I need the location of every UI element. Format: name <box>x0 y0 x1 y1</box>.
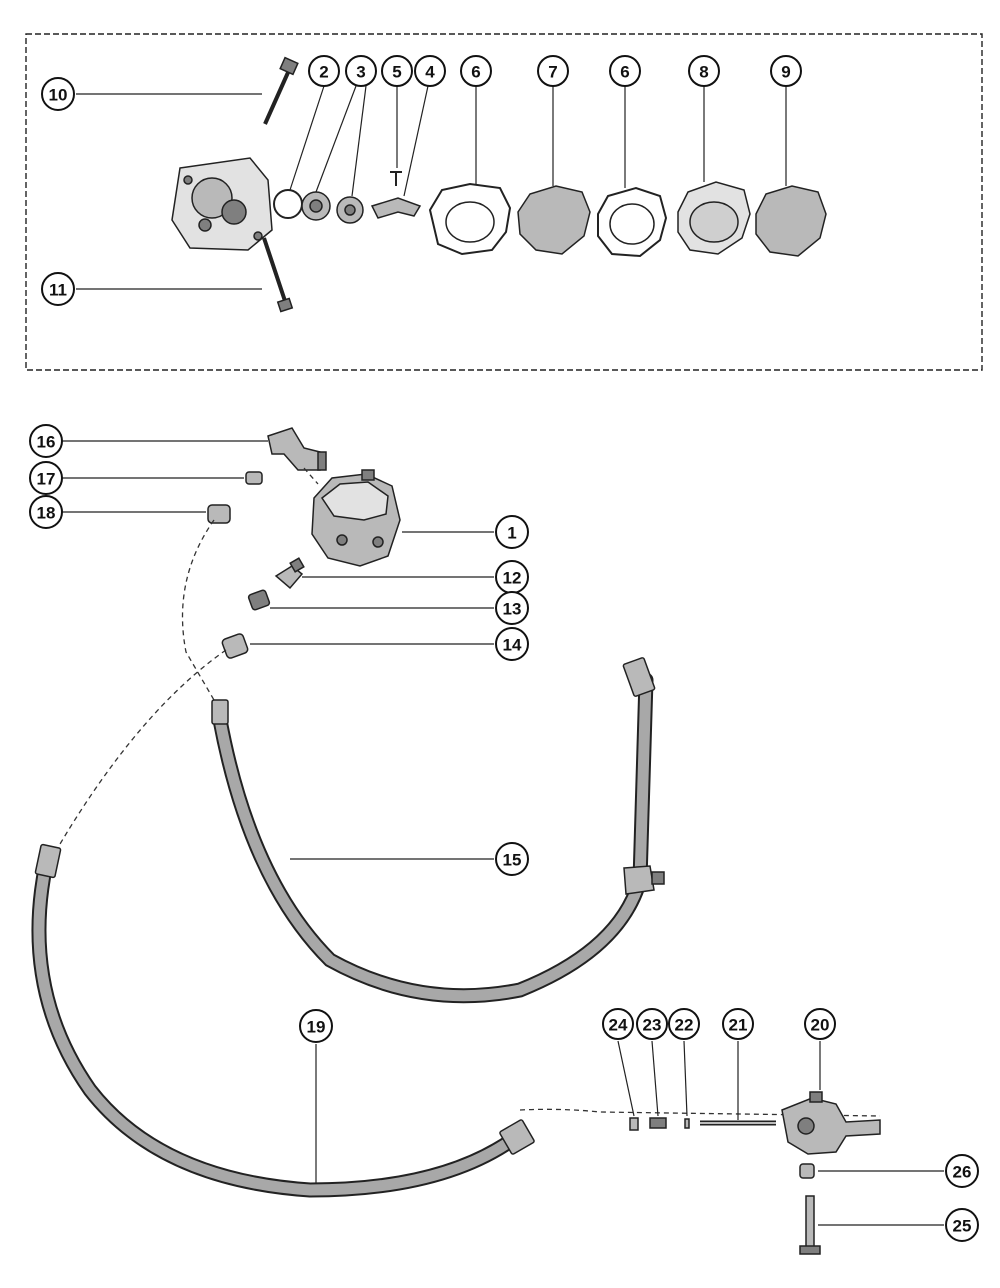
svg-text:15: 15 <box>503 851 522 870</box>
dash-path-b <box>59 649 227 845</box>
part-10-screw <box>263 56 299 125</box>
svg-text:2: 2 <box>319 63 328 82</box>
callout-26: 26 <box>945 1154 979 1188</box>
callout-12: 12 <box>495 560 529 594</box>
svg-text:19: 19 <box>307 1018 326 1037</box>
leader-23 <box>651 1040 659 1117</box>
callout-13: 13 <box>495 591 529 625</box>
callout-3: 3 <box>345 55 377 87</box>
svg-text:12: 12 <box>503 569 522 588</box>
callout-24: 24 <box>602 1008 634 1040</box>
repair-kit-box <box>25 33 983 371</box>
callout-23: 23 <box>636 1008 668 1040</box>
part-17-nut <box>245 471 263 485</box>
part-12-fitting <box>274 557 305 590</box>
part-11-screw <box>262 237 294 313</box>
svg-text:11: 11 <box>49 281 67 300</box>
part-3-check-valve <box>301 191 331 221</box>
svg-text:3: 3 <box>356 63 365 82</box>
part-6-gasket-a <box>428 182 512 256</box>
callout-6a: 6 <box>460 55 492 87</box>
part-20-valve-body <box>781 1091 881 1155</box>
leader-22 <box>683 1040 688 1117</box>
dash-path-a <box>181 519 215 701</box>
callout-17: 17 <box>29 461 63 495</box>
callout-22: 22 <box>668 1008 700 1040</box>
callout-20: 20 <box>804 1008 836 1040</box>
callout-7: 7 <box>537 55 569 87</box>
callout-4: 4 <box>414 55 446 87</box>
part-16-elbow-fitting <box>267 427 327 471</box>
leader-2 <box>289 85 325 191</box>
part-18-nut <box>207 504 231 524</box>
callout-9: 9 <box>770 55 802 87</box>
svg-text:17: 17 <box>37 470 56 489</box>
callout-8: 8 <box>688 55 720 87</box>
svg-text:16: 16 <box>37 433 56 452</box>
svg-text:26: 26 <box>953 1163 972 1182</box>
callout-5: 5 <box>381 55 413 87</box>
part-14-nut <box>221 633 249 659</box>
svg-text:18: 18 <box>37 504 56 523</box>
dash-path-c <box>303 467 319 485</box>
part-22 <box>684 1118 690 1129</box>
part-24 <box>629 1117 639 1131</box>
svg-text:9: 9 <box>781 63 790 82</box>
svg-text:6: 6 <box>620 63 629 82</box>
leader-3b <box>351 85 367 197</box>
part-9-diaphragm <box>755 185 827 257</box>
callout-14: 14 <box>495 627 529 661</box>
leader-24 <box>617 1040 635 1117</box>
callout-16: 16 <box>29 424 63 458</box>
svg-text:4: 4 <box>425 63 435 82</box>
callout-15: 15 <box>495 842 529 876</box>
svg-text:10: 10 <box>49 86 68 105</box>
callout-10: 10 <box>41 77 75 111</box>
part-2-check-disk <box>273 189 303 219</box>
svg-text:13: 13 <box>503 600 522 619</box>
svg-text:6: 6 <box>471 63 480 82</box>
svg-text:23: 23 <box>643 1016 662 1035</box>
callout-2: 2 <box>308 55 340 87</box>
callout-19: 19 <box>299 1009 333 1043</box>
svg-text:8: 8 <box>699 63 708 82</box>
callout-11: 11 <box>41 272 75 306</box>
pump-cover-plate <box>171 157 273 251</box>
part-19-hose <box>31 843 535 1198</box>
part-6-gasket-b <box>597 186 668 258</box>
callout-25: 25 <box>945 1208 979 1242</box>
svg-text:22: 22 <box>675 1016 694 1035</box>
svg-text:7: 7 <box>548 63 557 82</box>
svg-text:5: 5 <box>392 63 401 82</box>
callout-18: 18 <box>29 495 63 529</box>
leader-3 <box>315 85 357 193</box>
part-3-check-valve-b <box>336 196 364 224</box>
part-1-fuel-pump <box>311 469 401 567</box>
callout-6b: 6 <box>609 55 641 87</box>
leader-4 <box>403 85 429 197</box>
svg-text:25: 25 <box>953 1217 972 1236</box>
svg-text:24: 24 <box>609 1016 628 1035</box>
part-13-nut <box>247 589 271 611</box>
callout-21: 21 <box>722 1008 754 1040</box>
part-7-diaphragm <box>517 185 591 255</box>
svg-text:1: 1 <box>507 524 516 543</box>
part-4-retainer <box>370 197 422 219</box>
part-25-bolt <box>799 1195 821 1255</box>
part-15-hose <box>211 657 665 1004</box>
callout-1: 1 <box>495 515 529 549</box>
part-26-nut <box>799 1163 815 1179</box>
svg-text:21: 21 <box>729 1016 748 1035</box>
part-23 <box>649 1117 667 1129</box>
svg-text:14: 14 <box>503 636 522 655</box>
svg-text:20: 20 <box>811 1016 830 1035</box>
part-5-pin <box>390 171 402 186</box>
